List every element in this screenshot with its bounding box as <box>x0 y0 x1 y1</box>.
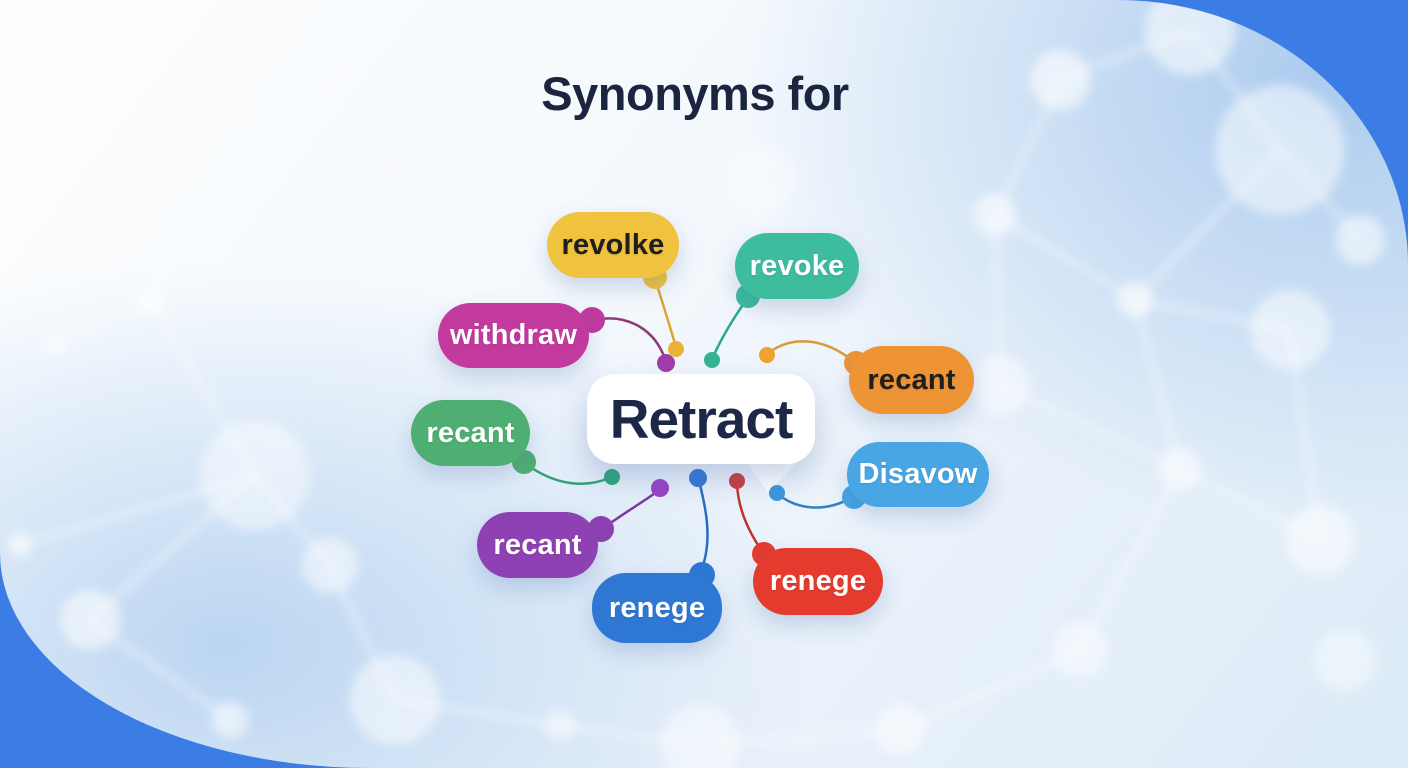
synonym-label: revolke <box>561 228 665 261</box>
center-word: Retract <box>609 388 794 450</box>
synonym-label: revoke <box>749 249 845 282</box>
synonym-label: withdraw <box>449 319 578 351</box>
synonym-bubble-renege-blue: renege <box>592 573 722 643</box>
synonym-bubble-recant-purple: recant <box>477 512 598 578</box>
synonym-label: renege <box>769 565 867 597</box>
synonym-label: Disavow <box>858 458 978 490</box>
synonym-label: recant <box>426 416 515 449</box>
synonym-bubble-withdraw: withdraw <box>438 303 589 368</box>
synonym-label: recant <box>493 528 582 561</box>
synonym-bubble-recant-green: recant <box>411 400 530 466</box>
synonym-bubble-disavow: Disavow <box>847 442 989 507</box>
synonym-label: recant <box>867 363 956 396</box>
synonym-bubble-recant-orange: recant <box>849 346 974 414</box>
synonym-bubble-revoke: revoke <box>735 233 859 299</box>
center-word-bubble: Retract <box>587 374 815 464</box>
synonym-bubble-renege-red: renege <box>753 548 883 615</box>
page-title: Synonyms for <box>541 67 849 120</box>
synonym-bubble-revolke: revolke <box>547 212 679 278</box>
synonym-label: renege <box>608 591 706 624</box>
